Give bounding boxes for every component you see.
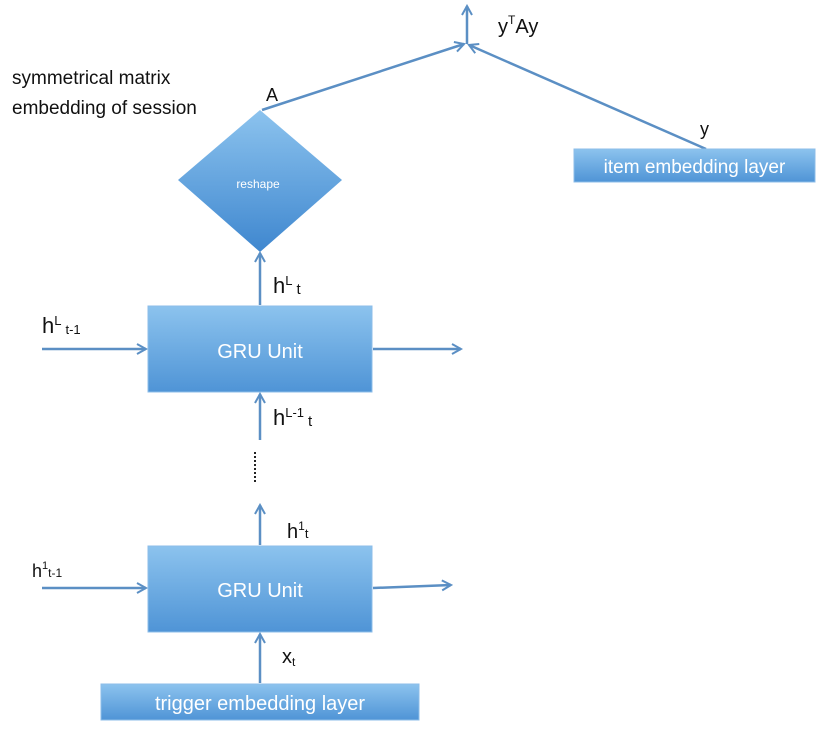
trigger-embedding-layer: trigger embedding layer <box>100 683 420 721</box>
item-to-output-arrow <box>469 45 707 151</box>
gru-bottom-next-state-arrow <box>372 585 451 588</box>
gru-bottom-input-label: xt <box>282 646 296 669</box>
gru-bottom-label: GRU Unit <box>217 580 303 602</box>
session-label-line2: embedding of session <box>12 98 197 119</box>
item-embedding-layer: item embedding layer <box>573 148 816 183</box>
gru-top-prev-state-label: hLt-1 <box>42 313 81 338</box>
reshape-diamond: reshape <box>178 110 342 252</box>
top-output-label: yTAy <box>498 13 538 38</box>
gru-top-input-label: hL-1t <box>273 405 313 430</box>
trigger-embedding-label: trigger embedding layer <box>155 693 365 715</box>
reshape-label: reshape <box>236 177 280 191</box>
item-embedding-label: item embedding layer <box>604 157 786 178</box>
gru-top-unit: GRU Unit <box>147 305 373 393</box>
gru-top-output-label: hLt <box>273 273 301 298</box>
gru-top-label: GRU Unit <box>217 341 303 363</box>
item-vector-label: y <box>700 119 709 139</box>
matrix-to-output-arrow <box>261 44 464 112</box>
gru-bottom-prev-state-label: h1t-1 <box>32 560 62 581</box>
gru-bottom-unit: GRU Unit <box>147 545 373 633</box>
matrix-label: A <box>266 85 278 105</box>
session-label-line1: symmetrical matrix <box>12 68 171 89</box>
gru-bottom-output-label: h1t <box>287 519 309 543</box>
